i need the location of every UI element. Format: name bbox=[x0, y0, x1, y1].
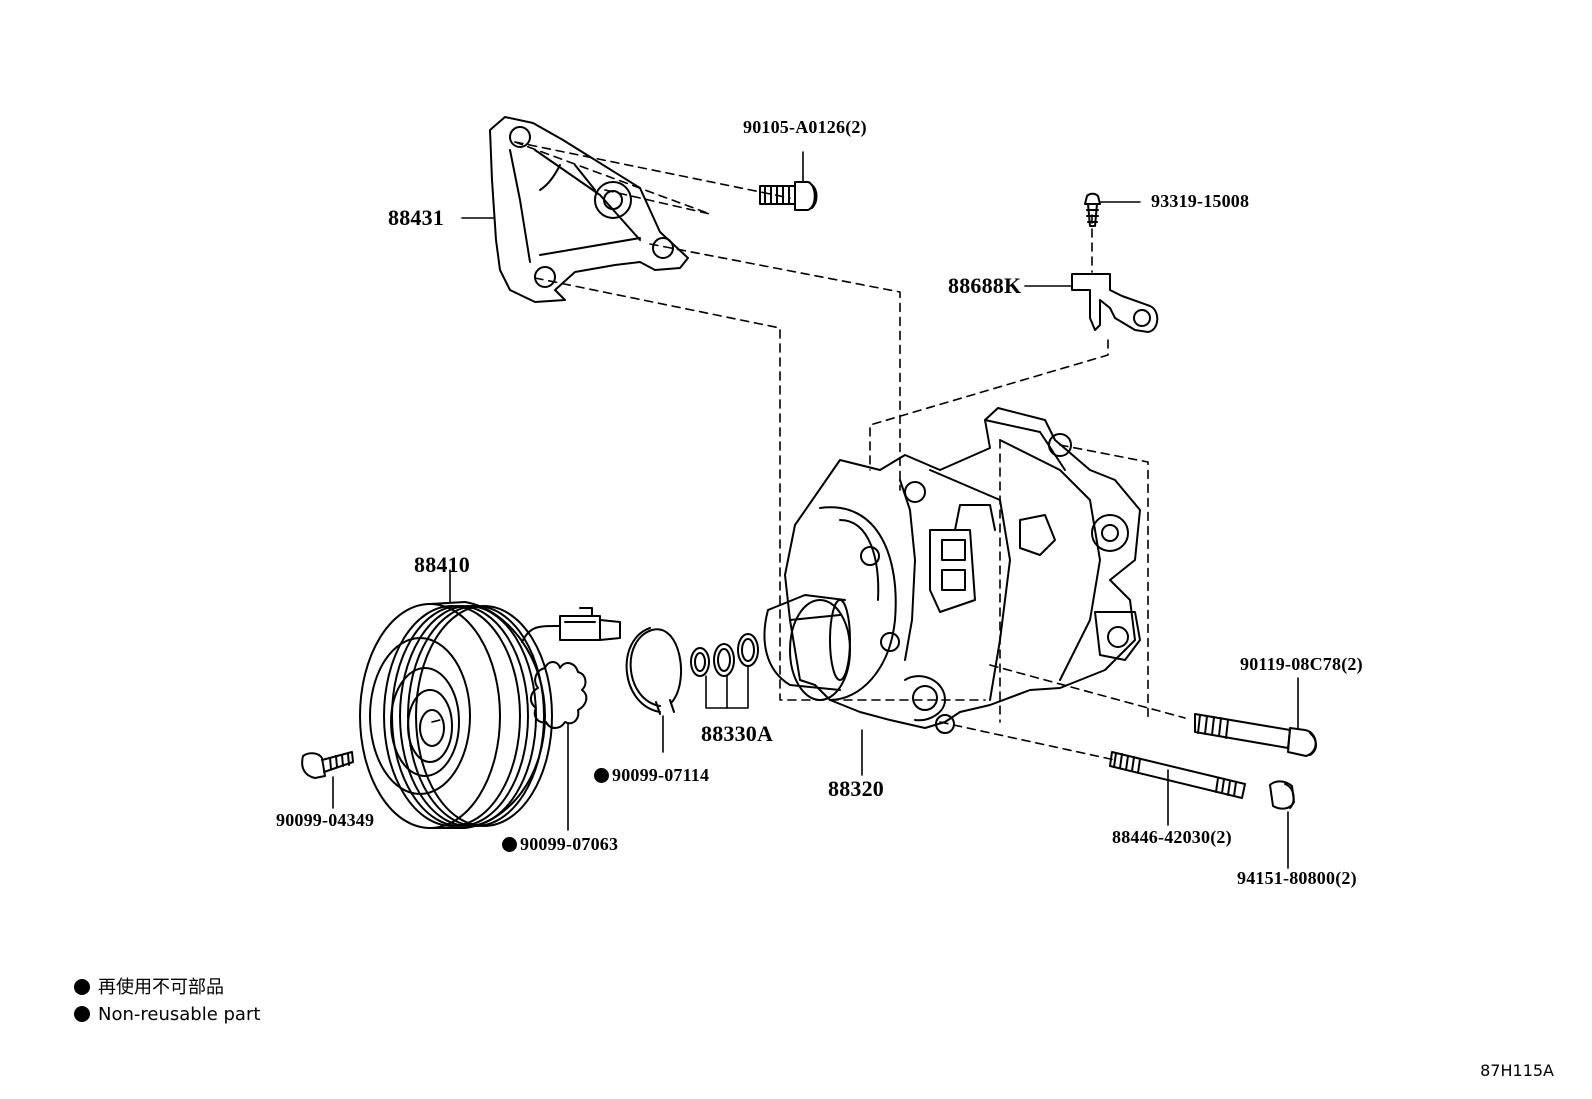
label-snap-ring-text: 90099-07114 bbox=[612, 765, 710, 785]
snap-ring-90099-07114-drawing bbox=[625, 627, 683, 753]
label-bracket-bolt: 90105-A0126(2) bbox=[743, 117, 867, 137]
o-rings-88330a-drawing bbox=[690, 633, 759, 709]
screw-and-clamp-drawing bbox=[1024, 192, 1159, 333]
label-bracket: 88431 bbox=[388, 205, 444, 230]
pulley-88410-drawing bbox=[359, 569, 621, 829]
label-snap-ring: 90099-07114 bbox=[594, 765, 709, 785]
non-reusable-marker bbox=[594, 768, 609, 783]
bracket-88431-drawing bbox=[489, 116, 689, 303]
diagram-code: 87H115A bbox=[1480, 1061, 1554, 1080]
legend-marker bbox=[74, 1006, 90, 1022]
nut-94151-drawing bbox=[1269, 780, 1295, 869]
label-clutch-assembly: 88410 bbox=[414, 552, 470, 577]
bolt-90105-drawing bbox=[759, 151, 818, 211]
pulley-bolt-90099-04349-drawing bbox=[301, 751, 354, 809]
label-clamp: 88688K bbox=[948, 273, 1022, 298]
legend-english: Non-reusable part bbox=[74, 1004, 260, 1026]
label-nut: 94151-80800(2) bbox=[1237, 868, 1357, 888]
shim-90099-07063-drawing bbox=[530, 661, 588, 831]
assembly-lines bbox=[431, 141, 1186, 761]
legend-japanese: 再使用不可部品 bbox=[74, 977, 224, 999]
legend-text-en: Non-reusable part bbox=[98, 1004, 261, 1025]
stud-88446-drawing bbox=[1109, 751, 1246, 826]
label-shim: 90099-07063 bbox=[502, 834, 618, 854]
legend-marker bbox=[74, 979, 90, 995]
non-reusable-marker bbox=[502, 837, 517, 852]
label-pulley-bolt: 90099-04349 bbox=[276, 810, 375, 830]
mount-bolt-90119-drawing bbox=[1194, 677, 1317, 757]
label-compressor: 88320 bbox=[828, 776, 884, 801]
label-shim-text: 90099-07063 bbox=[520, 834, 619, 854]
label-mount-bolt: 90119-08C78(2) bbox=[1240, 654, 1363, 674]
label-o-ring-kit: 88330A bbox=[701, 721, 774, 746]
legend-text-jp: 再使用不可部品 bbox=[98, 977, 224, 998]
compressor-88320-drawing bbox=[763, 407, 1141, 776]
label-screw: 93319-15008 bbox=[1151, 191, 1250, 211]
label-stud-bolt: 88446-42030(2) bbox=[1112, 827, 1232, 847]
